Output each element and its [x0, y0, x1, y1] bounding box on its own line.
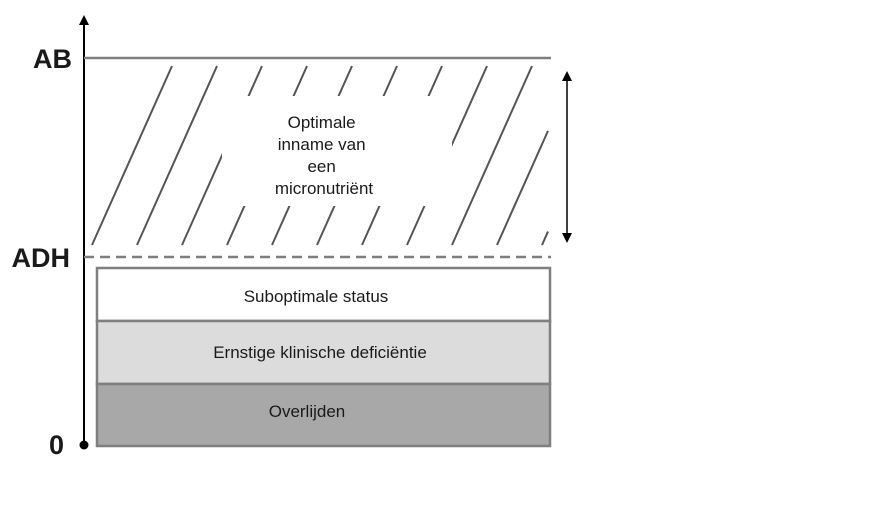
optimal-intake-label-line: Optimale — [288, 113, 356, 132]
region-label-mask — [222, 96, 452, 206]
optimal-intake-label-line: inname van — [278, 135, 366, 154]
status-box-severe-deficiency — [95, 319, 552, 386]
hatch-line — [496, 130, 549, 246]
hatch-line — [451, 65, 533, 246]
axis-label-zero: 0 — [49, 430, 64, 460]
hatch-line — [136, 65, 218, 246]
optimal-intake-label: Optimale inname van een micronutriënt — [275, 113, 374, 198]
status-boxes: Suboptimale status Ernstige klinische de… — [95, 266, 552, 448]
axis-label-adh: ADH — [12, 243, 71, 273]
optimal-intake-label-line: micronutriënt — [275, 179, 374, 198]
status-box-death — [95, 382, 552, 448]
status-box-label: Overlijden — [269, 402, 346, 421]
hatch-line — [541, 231, 549, 246]
hatch-line — [91, 65, 173, 246]
axis-origin-dot — [79, 440, 89, 450]
status-box-label: Suboptimale status — [244, 287, 389, 306]
optimal-intake-label-line: een — [307, 157, 335, 176]
status-box-label: Ernstige klinische deficiëntie — [213, 343, 427, 362]
status-box-suboptimal — [95, 266, 552, 323]
axis-label-ab: AB — [33, 44, 72, 74]
